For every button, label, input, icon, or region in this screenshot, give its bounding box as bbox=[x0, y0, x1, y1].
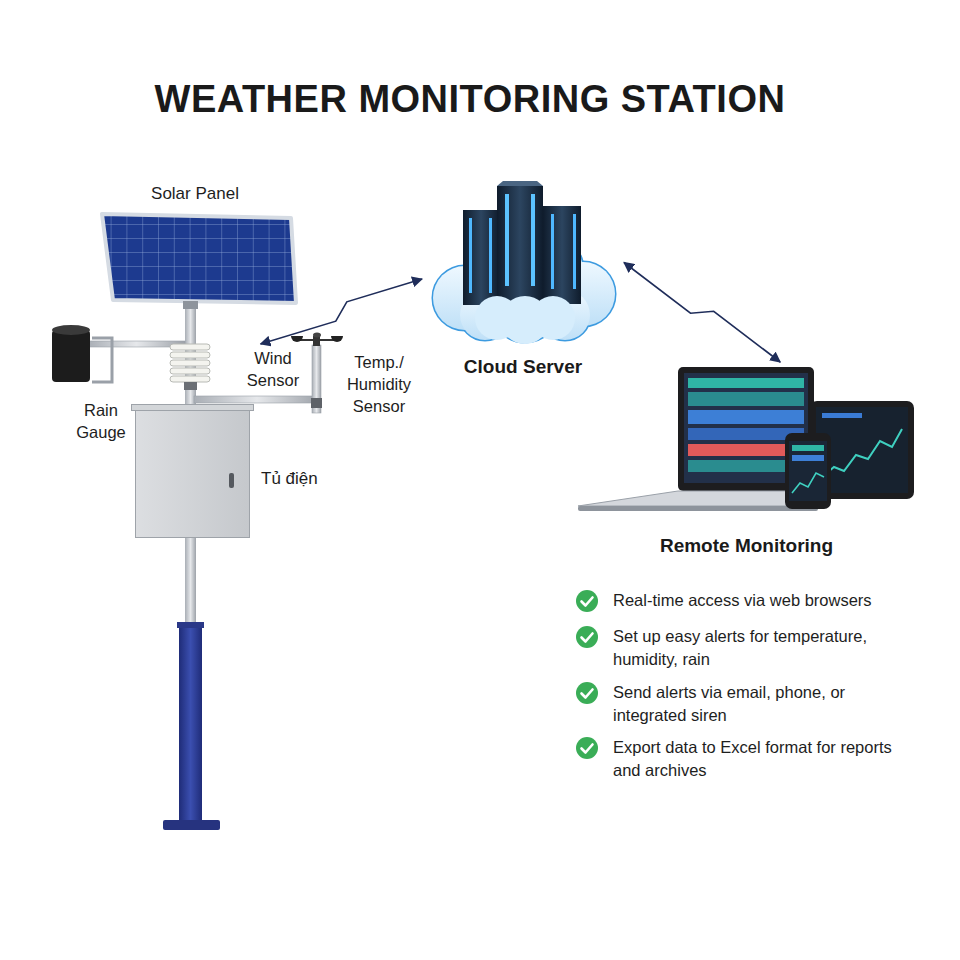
node-heading: Remote Monitoring bbox=[558, 535, 935, 557]
check-icon bbox=[575, 625, 599, 649]
cloud-outline bbox=[425, 180, 621, 345]
bullet-item: Send alerts via email, phone, or integra… bbox=[575, 681, 920, 727]
devices-illustration bbox=[578, 365, 915, 517]
part-label: Temp./ Humidity Sensor bbox=[334, 351, 424, 417]
bullet-item: Set up easy alerts for temperature, humi… bbox=[575, 625, 920, 671]
rain-gauge bbox=[52, 325, 185, 382]
cloud-server: Cloud Server bbox=[425, 180, 621, 345]
feature-bullet: Export data to Excel format for reports … bbox=[613, 736, 913, 782]
pole bbox=[163, 298, 220, 830]
remote-devices: Remote Monitoring bbox=[578, 365, 915, 517]
node-label: Wind Sensor bbox=[242, 347, 304, 391]
bullet-item: Export data to Excel format for reports … bbox=[575, 736, 920, 782]
node-label: Tủ điện bbox=[261, 468, 318, 490]
node-heading: Cloud Server bbox=[405, 356, 641, 378]
signal-connector bbox=[261, 279, 422, 344]
wind-sensor bbox=[194, 333, 343, 414]
diagram-title: WEATHER MONITORING STATION bbox=[0, 76, 940, 122]
solar-panel bbox=[102, 214, 296, 309]
check-icon bbox=[575, 736, 599, 760]
part-label: Solar Panel bbox=[120, 183, 270, 205]
feature-bullet: Send alerts via email, phone, or integra… bbox=[613, 681, 913, 727]
check-icon bbox=[575, 589, 599, 613]
electrical-cabinet: Tủ điện bbox=[135, 410, 250, 538]
feature-bullet: Real-time access via web browsers bbox=[613, 589, 913, 612]
radiation-shield bbox=[170, 344, 210, 390]
signal-connector bbox=[624, 263, 780, 363]
bullet-item: Real-time access via web browsers bbox=[575, 589, 920, 612]
check-icon bbox=[575, 681, 599, 705]
part-label: Rain Gauge bbox=[64, 399, 138, 443]
feature-bullet: Set up easy alerts for temperature, humi… bbox=[613, 625, 913, 671]
sensor-node: Wind Sensor bbox=[242, 347, 304, 391]
